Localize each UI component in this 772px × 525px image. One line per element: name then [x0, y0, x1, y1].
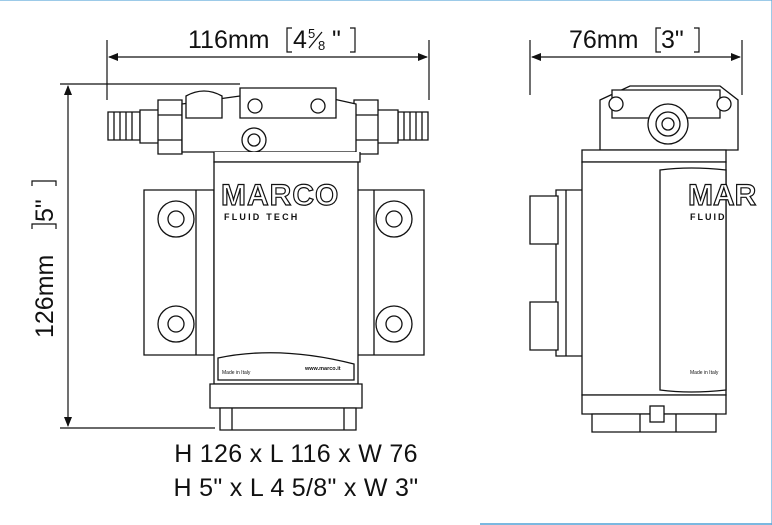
- side-width-mm-label: 76mm: [569, 26, 638, 54]
- front-width-dimension: [106, 40, 430, 100]
- left-hose-barb: [107, 99, 183, 155]
- frame-bottom-border: [480, 523, 772, 525]
- side-made-in-label: Made in Italy: [690, 370, 719, 376]
- front-width-frac-num: 5: [308, 26, 315, 41]
- height-inch-bracket: [31, 180, 57, 229]
- brand-subtitle: FLUID TECH: [224, 212, 300, 222]
- side-width-dimension: [529, 40, 743, 95]
- side-brand-subtitle: FLUID: [690, 212, 727, 222]
- front-width-frac-den: 8: [318, 38, 325, 53]
- frame-top-border: [0, 0, 772, 1]
- made-in-label: Made in Italy: [222, 370, 251, 376]
- front-width-quote: ": [332, 26, 341, 54]
- right-mount-bracket: [355, 189, 425, 356]
- front-width-mm-label: 116mm: [188, 26, 270, 54]
- front-width-inch-label: 4: [293, 26, 307, 54]
- caption-imperial: H 5" x L 4 5/8" x W 3": [173, 474, 419, 502]
- brand-logo: MARCO: [221, 179, 339, 212]
- side-width-inch-label: 3": [661, 26, 684, 54]
- front-width-inch-bracket: [286, 27, 356, 53]
- height-dimension: [60, 83, 240, 429]
- right-hose-barb: [353, 99, 429, 155]
- left-mount-bracket: [143, 189, 215, 356]
- side-brand-logo: MAR: [688, 179, 757, 212]
- side-view-pump: [529, 85, 739, 433]
- side-width-inch-bracket: [655, 27, 700, 53]
- caption-metric: H 126 x L 116 x W 76: [174, 440, 418, 468]
- height-mm-label: 126mm: [31, 255, 59, 338]
- front-width-frac-bar: [308, 31, 323, 49]
- website-label: www.marco.it: [304, 366, 341, 372]
- height-inch-label: 5": [31, 199, 59, 222]
- front-view-pump: [107, 87, 429, 431]
